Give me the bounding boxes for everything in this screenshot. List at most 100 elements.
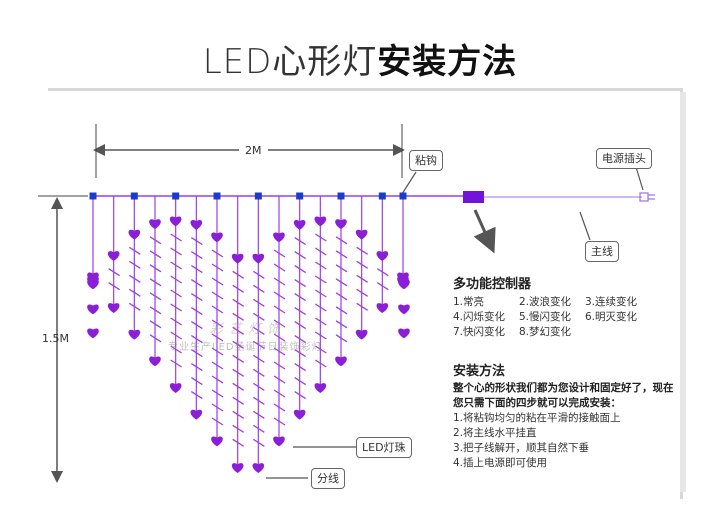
heart-bulb: [169, 383, 182, 393]
led-segment: [211, 263, 224, 272]
led-segment: [273, 319, 286, 328]
led-segment: [273, 305, 286, 314]
heart-bulb: [335, 219, 347, 230]
led-segment: [190, 377, 203, 386]
mode-item: 8.梦幻变化: [519, 326, 572, 338]
led-segment: [232, 382, 245, 391]
led-bead-callout: LED灯珠: [356, 437, 412, 458]
plug-leader: [635, 166, 644, 191]
diagram-panel: [48, 88, 683, 499]
hook-callout: 粘钩: [409, 150, 443, 171]
led-segment: [335, 306, 348, 315]
hook-square: [130, 192, 138, 200]
led-segment: [314, 261, 327, 270]
heart-bulb: [398, 279, 410, 290]
led-segment: [232, 326, 245, 335]
led-segment: [190, 307, 203, 316]
led-segment: [232, 354, 245, 363]
heart-bulb: [87, 279, 99, 290]
led-segment: [211, 249, 224, 258]
installation-title: 安装方法: [453, 364, 506, 379]
led-segment: [232, 284, 245, 293]
led-segment: [314, 317, 327, 326]
width-label: 2M: [239, 144, 268, 157]
led-segment: [356, 260, 369, 269]
led-segment: [294, 391, 307, 400]
led-segment: [273, 263, 286, 272]
led-segment: [170, 331, 183, 340]
led-segment: [356, 288, 369, 297]
heart-bulb: [273, 232, 285, 243]
led-segment: [232, 312, 245, 321]
led-segment: [335, 236, 348, 245]
led-segment: [149, 236, 162, 245]
led-segment: [149, 292, 162, 301]
heart-bulb: [231, 463, 244, 473]
mode-item: 2.波浪变化: [519, 296, 572, 308]
led-segment: [232, 438, 245, 447]
led-segment: [149, 264, 162, 273]
led-segment: [190, 321, 203, 330]
led-segment: [149, 250, 162, 259]
hook-square: [399, 192, 407, 200]
heart-bulb: [169, 216, 182, 227]
led-segment: [294, 293, 307, 302]
led-segment: [252, 410, 265, 419]
led-segment: [252, 438, 265, 447]
led-segment: [211, 347, 224, 356]
heart-bulb: [190, 220, 203, 230]
heart-bulb: [128, 229, 141, 240]
led-segment: [149, 278, 162, 287]
mode-item: 5.慢闪变化: [519, 311, 572, 323]
led-segment: [211, 291, 224, 300]
heart-bulb: [252, 463, 265, 473]
led-segment: [128, 274, 141, 283]
led-segment: [335, 278, 348, 287]
led-segment: [128, 260, 141, 269]
led-segment: [170, 261, 183, 270]
led-segment: [190, 391, 203, 400]
installation-section: 安装方法: [453, 360, 505, 379]
title-method: 安装方法: [377, 42, 518, 82]
led-segment: [128, 288, 141, 297]
led-segment: [314, 331, 327, 340]
controller-title: 多功能控制器: [453, 277, 532, 292]
heart-bulb: [335, 356, 347, 367]
led-segment: [376, 282, 389, 291]
led-segment: [149, 306, 162, 315]
hook-leader: [401, 171, 417, 195]
led-segment: [211, 319, 224, 328]
hook-square: [172, 192, 180, 200]
led-segment: [190, 293, 203, 302]
led-segment: [190, 363, 203, 372]
led-segment: [335, 320, 348, 329]
installation-steps: 整个心的形状我们都为您设计和固定好了，现在您只需下面的四步就可以完成安装： 1.…: [453, 381, 683, 471]
led-segment: [149, 334, 162, 343]
led-segment: [356, 274, 369, 283]
led-segment: [170, 289, 183, 298]
led-segment: [170, 303, 183, 312]
hook-square: [296, 192, 304, 200]
heart-bulb: [376, 303, 389, 313]
heart-bulb: [107, 303, 120, 313]
led-segment: [108, 282, 121, 291]
led-segment: [252, 396, 265, 405]
led-segment: [190, 349, 203, 358]
led-segment: [273, 291, 286, 300]
heart-bulb: [398, 328, 410, 339]
heart-bulb: [355, 229, 368, 240]
branch-wire-callout: 分线: [311, 468, 345, 489]
led-segment: [252, 298, 265, 307]
heart-bulb: [231, 253, 244, 264]
led-segment: [128, 246, 141, 255]
led-segment: [211, 389, 224, 398]
watermark-tagline: 专业生产LED圣诞节日装饰彩灯: [168, 342, 323, 353]
mode-item: 4.闪烁变化: [453, 311, 506, 323]
heart-bulb: [376, 251, 389, 261]
heart-bulb: [398, 304, 410, 315]
led-segment: [294, 279, 307, 288]
led-segment: [252, 284, 265, 293]
led-segment: [232, 396, 245, 405]
power-plug-icon: [639, 192, 655, 202]
